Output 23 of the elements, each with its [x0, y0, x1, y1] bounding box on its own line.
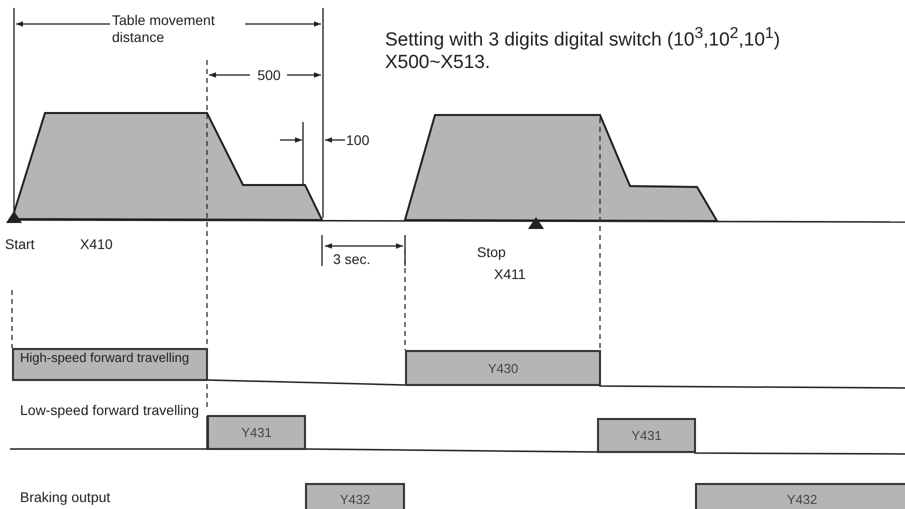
signal-name: Y431 [241, 425, 272, 440]
row-label: Braking output [20, 489, 112, 506]
signal-name: X410 [80, 236, 114, 253]
note-text: Setting with 3 digits digital switch (10$^{3}$,10$^{2}$,10$^{1}$) X500~X513. [385, 24, 782, 74]
signal-low-line [306, 448, 597, 453]
signal-name: Y432 [786, 492, 818, 506]
dimension-label: 100 [346, 132, 370, 149]
marker-label: Stop [477, 244, 507, 261]
row-label: Low-speed forward travelling [20, 402, 200, 419]
signal-name: Y432 [340, 492, 370, 506]
signal-pulse [207, 415, 306, 450]
dimension-label: 3 sec. [333, 251, 372, 268]
signal-name: Y430 [488, 360, 518, 376]
signal-low-line [208, 379, 406, 386]
row-label: High-speed forward travelling [20, 350, 190, 366]
marker-label: Start [5, 236, 36, 253]
signal-pulse [597, 418, 696, 453]
signal-pulse [405, 350, 601, 386]
signal-name: Y431 [631, 428, 662, 443]
signal-name: X411 [494, 266, 527, 283]
signal-pulse [305, 483, 405, 509]
signal-pulse [695, 483, 905, 509]
signal-pulse [12, 348, 208, 381]
